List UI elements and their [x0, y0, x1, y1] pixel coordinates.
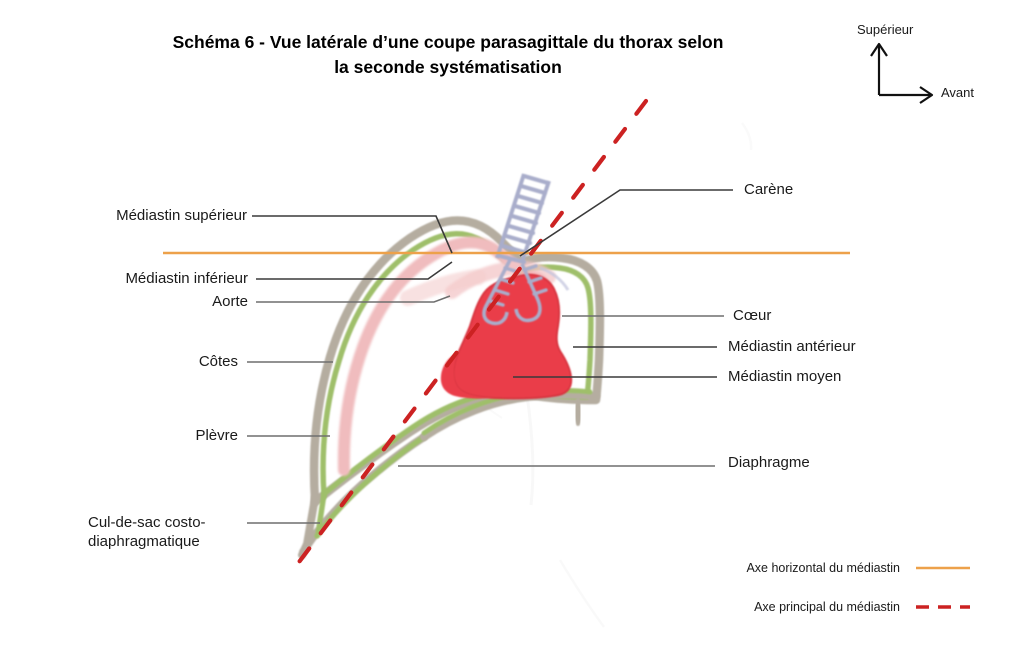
- figure-title: Schéma 6 - Vue latérale d’une coupe para…: [96, 30, 800, 80]
- compass-label-avant: Avant: [941, 85, 975, 100]
- leader-mediastin-inferieur: [256, 261, 453, 280]
- label-cul-de-sac-line-2: diaphragmatique: [88, 533, 200, 550]
- right-bronchus-rings: [522, 264, 548, 296]
- recess-inner: [315, 491, 327, 537]
- compass-arrow-right-head: [919, 86, 934, 104]
- trachea-rings: [497, 173, 551, 265]
- label-aorte: Aorte: [212, 293, 248, 310]
- label-coeur: Cœur: [733, 307, 772, 324]
- label-cul-de-sac-line-1: Cul-de-sac costo-: [88, 514, 206, 531]
- label-mediastin-inferieur: Médiastin inférieur: [125, 270, 248, 287]
- heart-shape: [452, 273, 573, 400]
- right-main-bronchus: [514, 263, 542, 323]
- orientation-compass: [870, 42, 934, 104]
- leader-carene: [519, 189, 733, 257]
- accessory-bronchus: [539, 266, 570, 291]
- trachea-bronchi: [482, 173, 570, 326]
- label-diaphragme: Diaphragme: [728, 454, 810, 471]
- label-cul-de-sac-costo-diaphragmatique: Cul-de-sac costo-diaphragmatique: [88, 513, 263, 551]
- label-cotes: Côtes: [198, 353, 238, 370]
- figure-title-line-2: la seconde systématisation: [334, 57, 562, 77]
- label-mediastin-superieur: Médiastin supérieur: [116, 207, 247, 224]
- aorta-haze-left: [400, 269, 486, 306]
- heart: [440, 273, 573, 400]
- sternum-mark: [574, 398, 582, 426]
- legend-label-axe-principal: Axe principal du médiastin: [754, 600, 900, 614]
- legend-label-axe-horizontal: Axe horizontal du médiastin: [746, 561, 900, 575]
- label-mediastin-anterieur: Médiastin antérieur: [728, 338, 856, 355]
- heart-lower-lobe: [440, 352, 496, 399]
- leader-aorte: [256, 295, 451, 303]
- label-plevre: Plèvre: [195, 427, 238, 444]
- leader-lines: [247, 189, 733, 524]
- label-mediastin-moyen: Médiastin moyen: [728, 368, 842, 385]
- figure-title-line-1: Schéma 6 - Vue latérale d’une coupe para…: [172, 32, 724, 52]
- compass-arrow-up-head: [870, 42, 888, 57]
- compass-label-superieur: Supérieur: [857, 22, 914, 37]
- left-main-bronchus: [482, 259, 512, 326]
- axis-principal-line: [290, 98, 649, 573]
- legend-swatches: [916, 566, 970, 609]
- label-carene: Carène: [744, 181, 794, 198]
- leader-mediastin-superieur: [252, 215, 453, 254]
